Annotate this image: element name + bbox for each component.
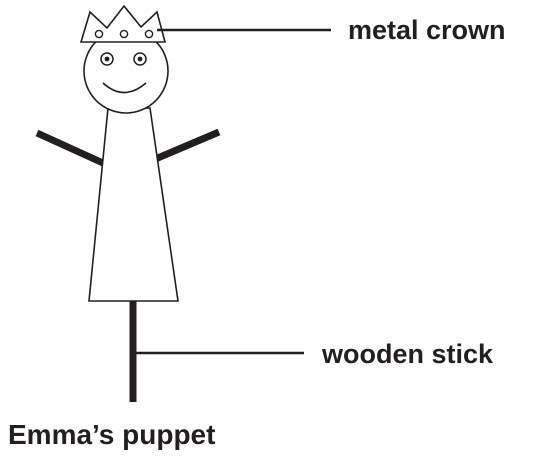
left-arm: [35, 129, 105, 167]
metal-crown-label: metal crown: [348, 15, 506, 45]
right-eye: [133, 52, 147, 66]
left-eye: [100, 52, 114, 66]
right-arm: [151, 128, 221, 164]
metal-crown: [79, 4, 167, 43]
diagram-title: Emma’s puppet: [8, 419, 216, 450]
puppet-body: [88, 107, 179, 302]
smile: [102, 82, 147, 94]
wooden-stick-label: wooden stick: [322, 339, 494, 369]
